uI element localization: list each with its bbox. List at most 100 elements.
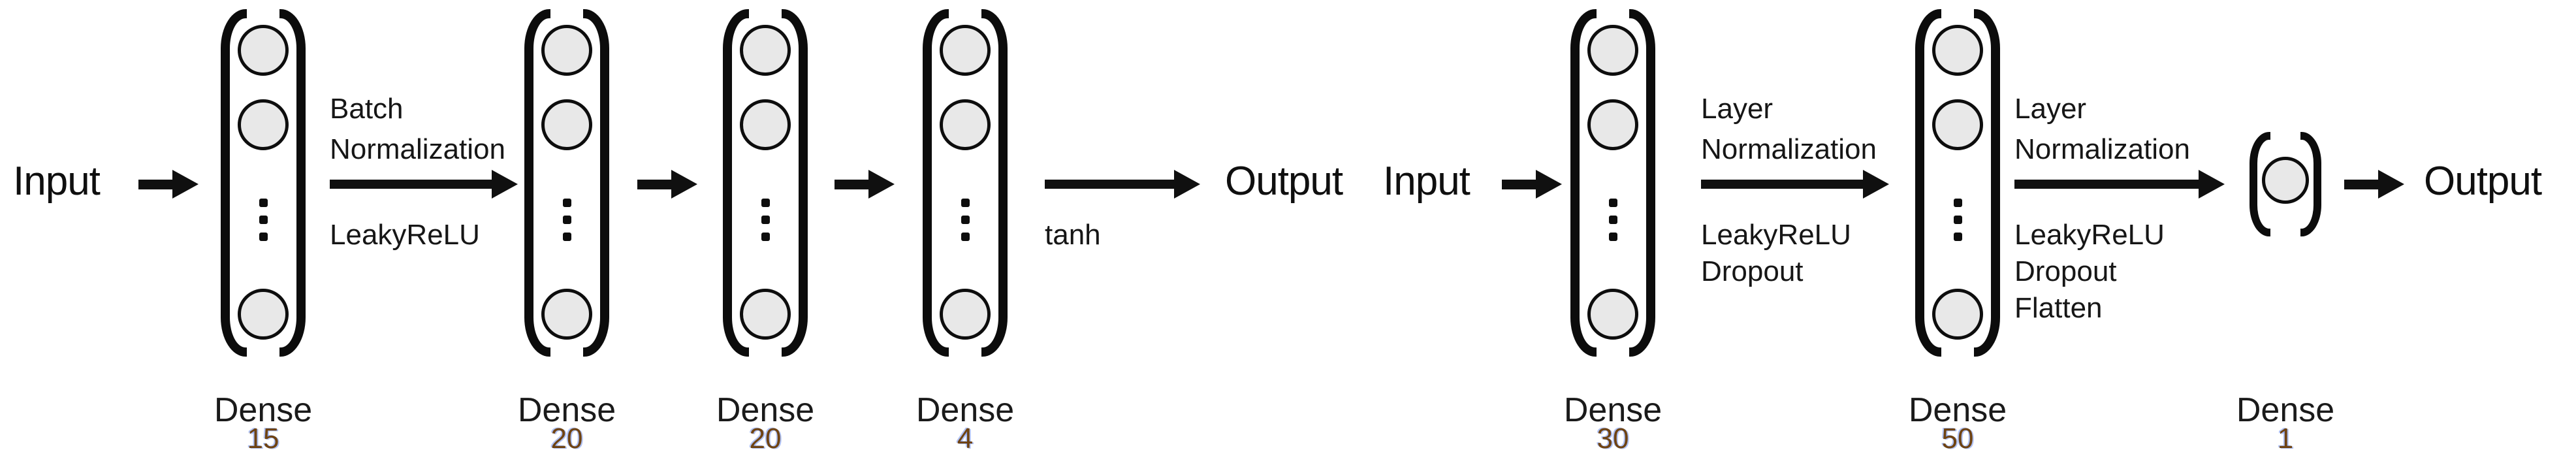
arrow-right-icon <box>637 170 697 199</box>
neuron-circle <box>238 289 289 340</box>
arrow-shaft <box>637 179 671 189</box>
arrow-shaft <box>330 180 492 189</box>
ellipsis-dot <box>1609 216 1617 224</box>
ellipsis-dot <box>259 233 268 241</box>
dense-layer-column-single: Dense 1 <box>2229 0 2342 467</box>
arrow-head <box>671 170 697 199</box>
layer-units: 20 <box>749 423 782 455</box>
ellipsis-dot <box>1609 199 1617 207</box>
arrow-right-icon <box>2014 170 2225 199</box>
arrow-right-icon <box>330 170 518 199</box>
ellipsis-dot <box>1954 199 1962 207</box>
output-label: Output <box>1225 159 1343 204</box>
transition-label: Batch <box>330 93 404 125</box>
neuron-circle <box>1587 25 1638 76</box>
dense-layer-column: Dense 15 <box>207 0 319 467</box>
arrow-shaft <box>835 179 868 189</box>
arrow-shaft <box>1045 180 1174 189</box>
arrow-head <box>1863 170 1889 199</box>
dense-layer-column: Dense 4 <box>909 0 1021 467</box>
ellipsis-dot <box>961 199 970 207</box>
neuron-circle <box>740 289 791 340</box>
neuron-circle <box>940 25 991 76</box>
ellipsis-dot <box>563 216 571 224</box>
layer-name: Dense <box>214 391 313 429</box>
transition-layer-normalization-flatten: Layer Normalization LeakyReLU Dropout Fl… <box>2014 0 2225 467</box>
ellipsis-dot <box>961 233 970 241</box>
input-label: Input <box>13 159 101 204</box>
neuron-circle <box>1587 289 1638 340</box>
arrow-head <box>492 170 518 199</box>
transition-label: Layer <box>1701 93 1773 125</box>
ellipsis-dot <box>761 199 770 207</box>
neuron-circle <box>1932 99 1983 150</box>
transition-label: Normalization <box>1701 133 1877 165</box>
layer-name: Dense <box>915 391 1015 429</box>
ellipsis-dot <box>563 233 571 241</box>
neuron-circle <box>2262 157 2309 204</box>
layer-units: 15 <box>247 423 279 455</box>
arrow-head <box>868 170 895 199</box>
arrow-shaft <box>1502 179 1536 189</box>
neuron-circle <box>238 25 289 76</box>
transition-labels-above: Layer Normalization <box>2014 89 2190 170</box>
ellipsis-dot <box>761 233 770 241</box>
neuron-circle <box>1932 289 1983 340</box>
transition-tanh: tanh <box>1045 0 1200 467</box>
arrow-shaft <box>1701 180 1863 189</box>
transition-labels-below: tanh <box>1045 217 1101 253</box>
transition-layer-normalization: Layer Normalization LeakyReLU Dropout <box>1701 0 1889 467</box>
transition-label: LeakyReLU <box>1701 219 1851 251</box>
neuron-circle <box>541 289 592 340</box>
neuron-circle <box>740 25 791 76</box>
transition-label: Normalization <box>2014 133 2190 165</box>
dense-layer-column: Dense 30 <box>1557 0 1669 467</box>
arrow-right-icon <box>835 170 895 199</box>
transition-label: tanh <box>1045 219 1101 251</box>
layer-name: Dense <box>517 391 616 429</box>
layer-name: Dense <box>2236 391 2335 429</box>
transition-labels-below: LeakyReLU <box>330 217 480 253</box>
transition-label: Dropout <box>1701 255 1804 287</box>
layer-name: Dense <box>1908 391 2007 429</box>
layer-units: 50 <box>1941 423 1974 455</box>
arrow-right-icon <box>1045 170 1200 199</box>
arrow-head <box>1174 170 1200 199</box>
neuron-circle <box>940 99 991 150</box>
transition-labels-below: LeakyReLU Dropout <box>1701 217 1851 290</box>
ellipsis-dot <box>259 199 268 207</box>
transition-label: LeakyReLU <box>2014 219 2165 251</box>
ellipsis-dot <box>563 199 571 207</box>
transition-labels-below: LeakyReLU Dropout Flatten <box>2014 217 2165 327</box>
arrow-shaft <box>2014 180 2199 189</box>
ellipsis-dot <box>961 216 970 224</box>
dense-layer-column: Dense 20 <box>511 0 623 467</box>
arrow-shaft <box>138 179 172 189</box>
arrow-head <box>2378 170 2404 199</box>
layer-units: 4 <box>957 423 974 455</box>
layer-units: 20 <box>550 423 583 455</box>
ellipsis-dot <box>1954 216 1962 224</box>
transition-batch-normalization: Batch Normalization LeakyReLU <box>330 0 518 467</box>
arrow-right-icon <box>138 170 199 199</box>
arrow-head <box>172 170 199 199</box>
neuron-circle <box>1932 25 1983 76</box>
neuron-circle <box>541 99 592 150</box>
neuron-circle <box>1587 99 1638 150</box>
input-label: Input <box>1383 159 1471 204</box>
neuron-circle <box>940 289 991 340</box>
arrow-right-icon <box>1701 170 1889 199</box>
ellipsis-dot <box>1954 233 1962 241</box>
transition-label: Layer <box>2014 93 2087 125</box>
output-label: Output <box>2424 159 2542 204</box>
dense-layer-column: Dense 20 <box>709 0 821 467</box>
transition-labels-above: Layer Normalization <box>1701 89 1877 170</box>
dense-layer-column: Dense 50 <box>1901 0 2014 467</box>
neuron-circle <box>238 99 289 150</box>
ellipsis-dot <box>1609 233 1617 241</box>
layer-units: 30 <box>1597 423 1629 455</box>
transition-labels-above: Batch Normalization <box>330 89 505 170</box>
transition-label: LeakyReLU <box>330 219 480 251</box>
ellipsis-dot <box>259 216 268 224</box>
arrow-right-icon <box>1502 170 1562 199</box>
